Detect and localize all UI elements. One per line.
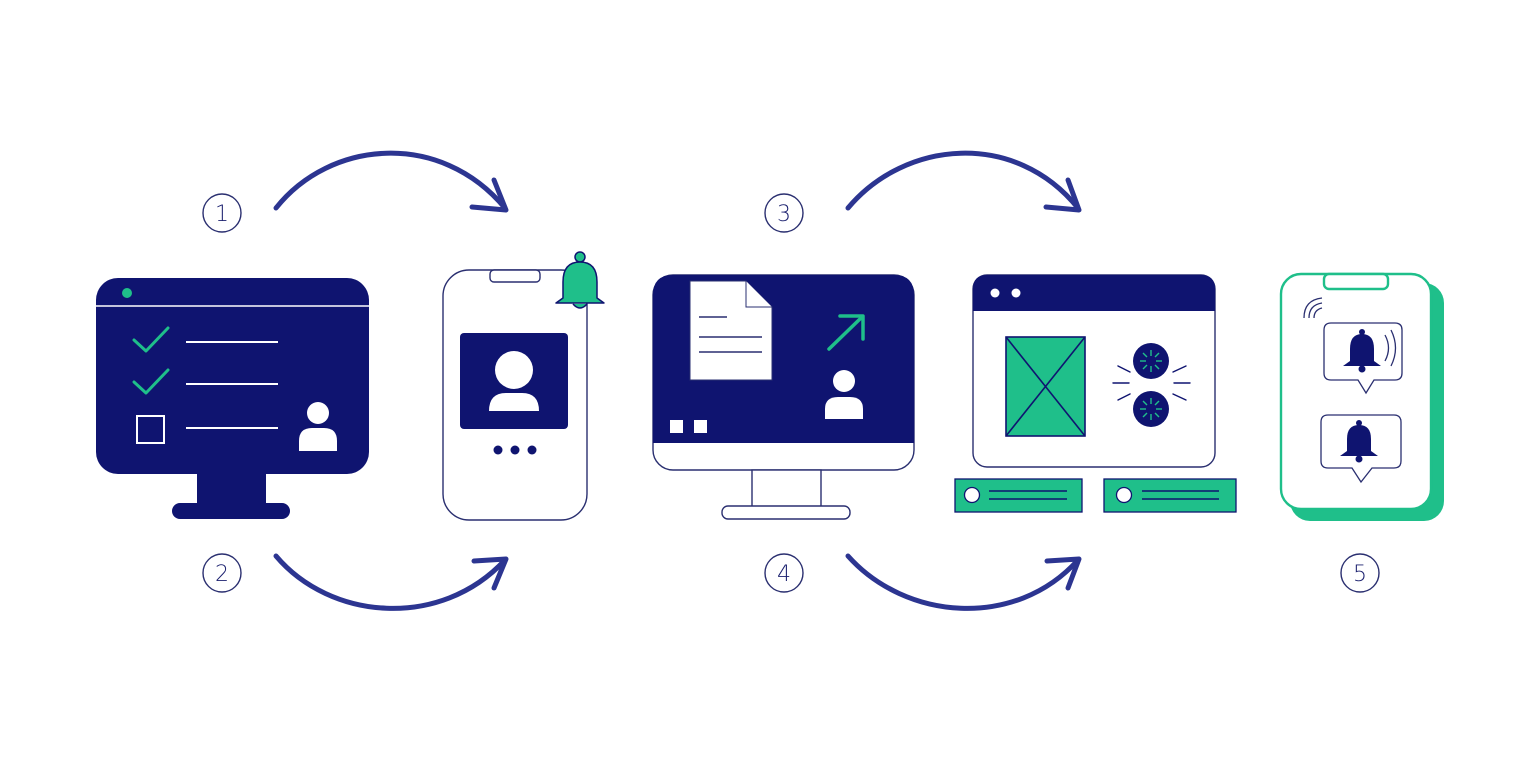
phone-profile-icon	[442, 251, 605, 521]
bell-icon	[555, 251, 605, 309]
signal-waves-icon	[1303, 297, 1323, 319]
window-square-icon	[694, 420, 707, 433]
step-badge-1: 1	[202, 193, 242, 233]
document-icon	[689, 280, 773, 381]
checklist-monitor-icon	[96, 278, 369, 519]
step-badge-3: 3	[764, 193, 804, 233]
step-badge-4: 4	[764, 553, 804, 593]
user-icon	[489, 351, 539, 411]
flow-arrow-1	[273, 150, 509, 213]
window-square-icon	[670, 420, 683, 433]
check-icon	[132, 368, 170, 395]
status-bar-right	[1103, 478, 1237, 513]
step-number: 5	[1353, 562, 1367, 587]
status-dot-icon	[122, 288, 132, 298]
step-number: 1	[215, 202, 229, 227]
image-placeholder-icon	[1005, 336, 1086, 437]
notification-bubble-icon	[1320, 414, 1402, 484]
loading-spinner-icon	[1112, 343, 1191, 427]
step-badge-2: 2	[202, 553, 242, 593]
step-number: 4	[777, 562, 791, 587]
user-icon	[825, 370, 863, 419]
flow-arrow-3	[845, 150, 1082, 213]
step-badge-5: 5	[1340, 553, 1380, 593]
flow-arrow-4	[845, 553, 1082, 611]
document-monitor-icon	[652, 274, 915, 520]
bell-icon	[1340, 420, 1378, 463]
browser-window-icon	[972, 274, 1216, 468]
step-number: 2	[215, 562, 229, 587]
status-bar-left	[954, 478, 1083, 513]
check-icon	[132, 326, 170, 353]
step-number: 3	[777, 202, 791, 227]
notification-bubble-icon	[1323, 322, 1403, 395]
arrow-up-right-icon	[827, 314, 865, 351]
notification-phone-icon	[1279, 272, 1444, 521]
user-icon	[299, 402, 337, 451]
empty-checkbox-icon	[136, 415, 165, 444]
bell-icon	[1343, 329, 1381, 373]
flow-arrow-2	[273, 553, 509, 611]
